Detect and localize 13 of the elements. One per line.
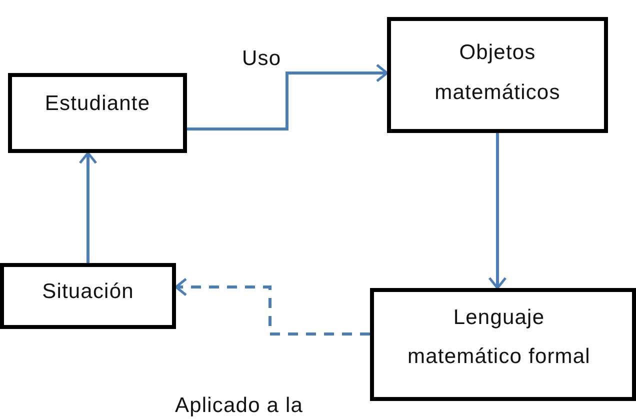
process-box [387,17,608,133]
box-label: Estudiante [44,91,150,117]
edge-label: Aplicado a la [173,394,306,418]
process-box [370,288,636,401]
process-box [0,263,176,329]
arrow [187,64,388,130]
arrow [488,133,507,290]
arrow [78,152,98,263]
box-label: Lenguaje matemático formal [406,305,592,370]
dashed-arrow [174,278,370,336]
box-label: Objetos matemáticos [434,40,562,106]
box-label: Situación [42,279,134,305]
process-box [8,73,187,153]
